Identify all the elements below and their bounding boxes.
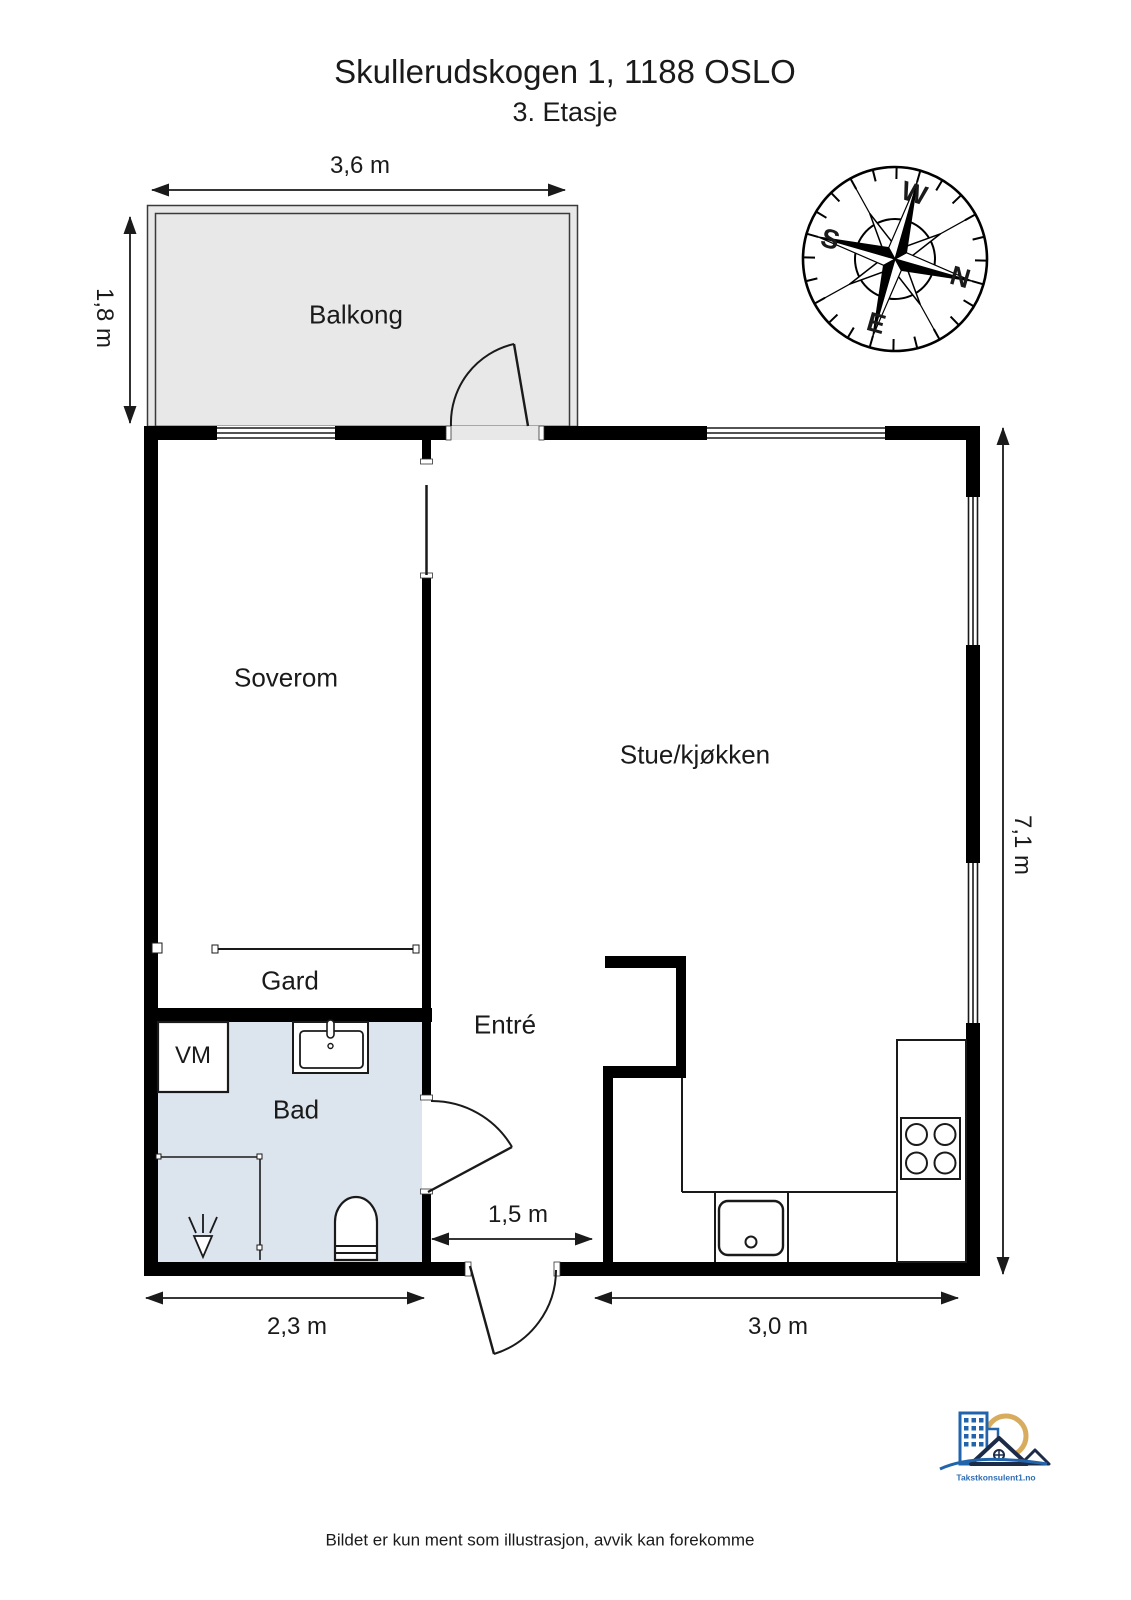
stove xyxy=(900,1117,961,1180)
room-label-bathroom: Bad xyxy=(272,1094,320,1125)
disclaimer-text: Bildet er kun ment som illustrasjon, avv… xyxy=(325,1530,755,1550)
dim-label-entrance-width: 1,5 m xyxy=(487,1200,549,1228)
room-label-balcony: Balkong xyxy=(309,299,403,330)
wardrobe-rod xyxy=(151,942,420,954)
dim-label-bottom-right: 3,0 m xyxy=(747,1312,809,1340)
entrance-door xyxy=(464,1261,561,1355)
dim-label-right-height: 7,1 m xyxy=(1009,814,1037,876)
compass-rose xyxy=(801,165,989,353)
bathroom-sink xyxy=(292,1019,369,1074)
logo-swoosh-icon xyxy=(939,1457,1048,1471)
company-logo xyxy=(939,1411,1051,1471)
toilet xyxy=(333,1195,379,1262)
page-title: Skullerudskogen 1, 1188 OSLO xyxy=(334,52,796,90)
room-label-washing-machine: VM xyxy=(175,1041,211,1069)
dimension-arrows xyxy=(123,183,1010,1305)
balcony-door xyxy=(445,343,545,441)
room-label-living-kitchen: Stue/kjøkken xyxy=(619,739,771,770)
balcony-area xyxy=(146,204,579,428)
logo-text: Takstkonsulent1.no xyxy=(956,1472,1036,1483)
dim-label-balcony-depth: 1,8 m xyxy=(91,287,119,349)
shower-head-icon xyxy=(188,1214,218,1260)
interior-walls xyxy=(144,440,686,1262)
room-label-bedroom: Soverom xyxy=(233,662,339,693)
dim-label-bottom-left: 2,3 m xyxy=(266,1312,328,1340)
top-wall-windows xyxy=(217,426,885,440)
room-label-entrance: Entré xyxy=(473,1009,537,1040)
kitchen-sink xyxy=(717,1199,785,1257)
washing-machine-box xyxy=(156,1020,230,1094)
dim-label-balcony-width: 3,6 m xyxy=(329,151,391,179)
room-label-wardrobe: Gard xyxy=(261,965,319,996)
right-wall-windows xyxy=(966,497,980,1023)
shower-area xyxy=(155,1153,263,1260)
bathroom-door xyxy=(427,1099,513,1194)
page-subtitle: 3. Etasje xyxy=(512,97,618,128)
